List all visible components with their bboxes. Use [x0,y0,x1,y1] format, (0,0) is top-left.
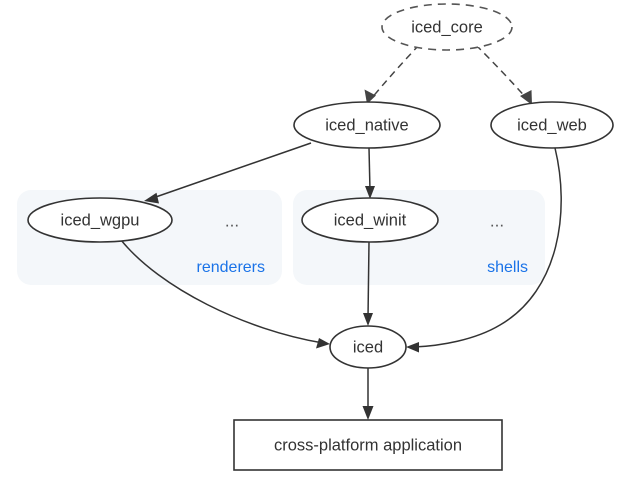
edge-wgpu-to-iced-line [120,239,324,344]
edge-native-to-winit [365,147,375,199]
node-iced-core[interactable]: iced_core [381,3,513,51]
node-iced-wgpu-label: iced_wgpu [61,211,140,229]
node-application-rect[interactable] [233,419,503,471]
edge-wgpu-to-iced-arrowhead [316,338,330,349]
renderers-ellipsis-label: ... [225,211,239,230]
node-iced-wgpu-ellipse[interactable] [27,197,173,243]
node-iced-native-label: iced_native [325,116,408,134]
edge-web-to-iced [406,147,562,353]
node-iced-wgpu[interactable]: iced_wgpu [27,197,173,243]
node-iced-web-ellipse[interactable] [490,101,614,149]
edge-web-to-iced-line [413,147,562,348]
edge-core-to-native [364,44,420,104]
node-iced-web[interactable]: iced_web [490,101,614,149]
node-iced-winit-ellipse[interactable] [301,197,439,243]
edge-core-to-native-line [370,44,420,100]
edge-core-to-native-arrowhead [364,89,376,104]
edge-native-to-wgpu-arrowhead [144,192,159,204]
edge-winit-to-iced-arrowhead [363,313,373,326]
node-iced-native-ellipse[interactable] [293,101,441,149]
cluster-renderers-label: renderers [197,259,265,276]
edge-native-to-wgpu-line [149,142,312,200]
edge-native-to-winit-line [368,147,371,192]
node-application-label: cross-platform application [274,436,462,454]
edge-iced-to-application [362,368,374,420]
edge-wgpu-to-iced [120,239,330,349]
node-iced-label: iced [353,338,383,356]
edge-core-to-web-line [475,44,529,101]
node-application[interactable]: cross-platform application [233,419,503,471]
edge-core-to-web [475,44,532,105]
node-iced-native[interactable]: iced_native [293,101,441,149]
node-iced-core-ellipse[interactable] [381,3,513,51]
node-iced-winit[interactable]: iced_winit [301,197,439,243]
node-iced-ellipse[interactable] [329,325,407,369]
edge-winit-to-iced-line [367,241,370,319]
edge-iced-to-application-arrowhead [362,406,374,420]
node-iced-core-label: iced_core [411,18,483,36]
edge-native-to-wgpu [144,142,312,204]
edge-winit-to-iced [363,241,373,326]
node-iced[interactable]: iced [329,325,407,369]
node-iced-winit-label: iced_winit [334,211,407,229]
edge-native-to-winit-arrowhead [365,186,375,199]
edge-web-to-iced-arrowhead [406,342,419,353]
shells-ellipsis-label: ... [490,211,504,230]
edge-core-to-web-arrowhead [520,90,532,105]
cluster-shells-label: shells [487,259,528,276]
node-iced-web-label: iced_web [517,116,587,134]
